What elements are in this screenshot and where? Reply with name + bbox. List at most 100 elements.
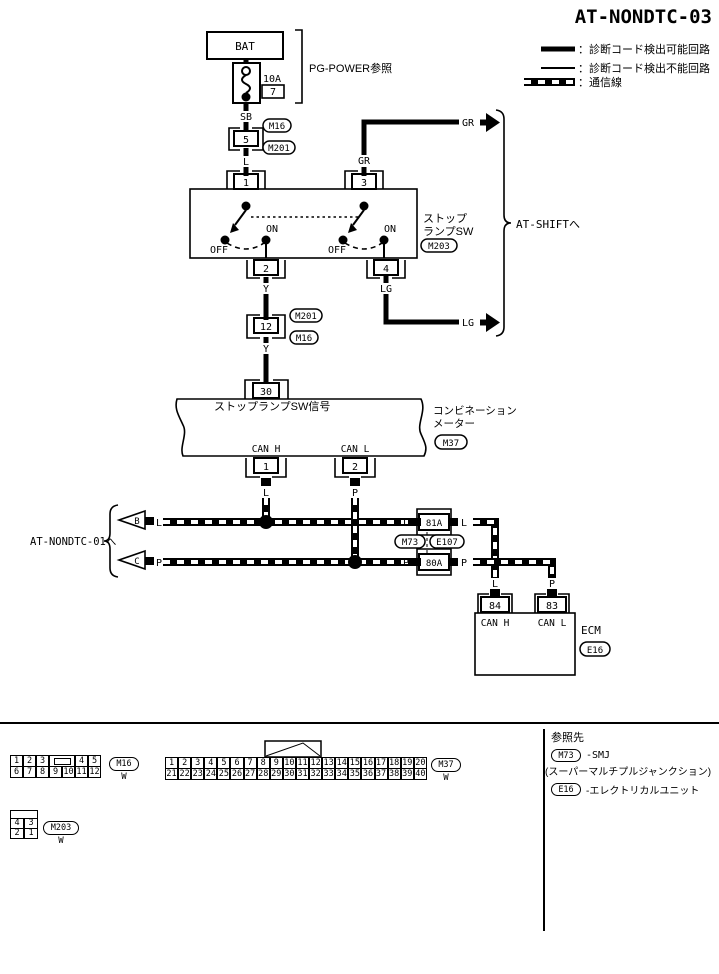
- pinout-m37-color: W: [443, 773, 449, 783]
- connector-ref-m16b-oval: [289, 330, 319, 345]
- connector-ref-m37-oval: [434, 434, 468, 450]
- sw-connector-3: 3: [344, 170, 384, 190]
- ecm-can-h-label: CAN H: [481, 618, 510, 629]
- sw-connector-1: 1: [226, 170, 266, 190]
- svg-text:B: B: [134, 517, 139, 527]
- pg-power-ref-label: PG-POWER参照: [309, 61, 392, 75]
- reference-key-title: 参照先: [551, 732, 584, 744]
- wire-label-gr1: GR: [353, 155, 375, 167]
- pin-cell-11: 11: [75, 766, 88, 778]
- switch-name-line2: ランプSW: [423, 225, 474, 238]
- svg-text:SB: SB: [240, 112, 252, 123]
- pg-power-bracket: [295, 29, 303, 104]
- connector-ref-m73: M73: [402, 538, 418, 548]
- svg-text:12: 12: [260, 322, 272, 333]
- wire-label-lg1: LG: [377, 283, 396, 295]
- wire-label-p-canl: P: [352, 488, 358, 499]
- pin-cell-26: 26: [230, 768, 244, 780]
- pinout-m16-color: W: [121, 772, 127, 782]
- connector-ref-m201-oval: [262, 140, 296, 155]
- connector-ref-m16b: M16: [296, 334, 312, 344]
- pin-cell-8: 8: [36, 766, 49, 778]
- wire-label-p-ecm: P: [549, 579, 555, 590]
- svg-text:4: 4: [383, 264, 389, 275]
- pin-5-label: 5: [243, 135, 249, 146]
- wire-label-sb: SB: [237, 111, 256, 123]
- meter-can-l-label: CAN L: [341, 444, 370, 455]
- wire-label-lg-arrow: LG: [462, 318, 474, 329]
- battery-fuse-section: BAT 10A 7 PG-POWER参照: [206, 29, 392, 104]
- svg-text:LG: LG: [380, 284, 392, 295]
- switch-name-line1: ストップ: [423, 212, 467, 225]
- sw-on-label-right: ON: [384, 224, 396, 235]
- reference-m73-row: M73 -SMJ: [551, 749, 719, 762]
- connector-ref-m16: M16: [269, 122, 285, 132]
- switch-right: OFF ON: [328, 201, 396, 258]
- svg-text:3: 3: [361, 178, 367, 189]
- meter-can-h-connector-1: 1: [245, 457, 287, 486]
- fuse-number-box: [261, 84, 285, 99]
- page-title: AT-NONDTC-03: [575, 6, 712, 28]
- footer-divider-line: [0, 722, 719, 724]
- meter-name-line2: メーター: [433, 418, 475, 430]
- svg-text:GR: GR: [358, 156, 371, 167]
- pin-cell-23: 23: [191, 768, 205, 780]
- smj-connector-81a: 81A: [412, 508, 458, 536]
- pin-cell-27: 27: [243, 768, 257, 780]
- legend-undetectable-label: ：診断コード検出不能回路: [578, 61, 710, 75]
- stop-lamp-switch: 1 3 OFF ON OFF: [189, 170, 474, 279]
- wire-label-y2: Y: [259, 343, 273, 355]
- pin-cell-35: 35: [348, 768, 362, 780]
- sw-on-label-left: ON: [266, 224, 278, 235]
- ecm-connector-83: 83: [534, 589, 570, 613]
- ecm-can-l-label: CAN L: [538, 618, 567, 629]
- sw-connector-4: 4: [366, 259, 406, 279]
- svg-text:2: 2: [352, 462, 358, 473]
- pin-cell-36: 36: [361, 768, 375, 780]
- wire-label-y1: Y: [259, 283, 273, 295]
- wire-label-l-81a-right: L: [461, 518, 467, 529]
- pin-cell-39: 39: [400, 768, 414, 780]
- connector-ref-e16: E16: [587, 646, 603, 656]
- reference-m73-desc: -SMJ: [586, 750, 611, 761]
- svg-text:81A: 81A: [426, 519, 443, 529]
- svg-text:L: L: [243, 157, 249, 168]
- connector-ref-e107: E107: [436, 538, 458, 548]
- ecm-name-label: ECM: [581, 624, 601, 637]
- pin-cell-10: 10: [62, 766, 75, 778]
- smj-connector-80a: 80A: [412, 548, 458, 576]
- legend: ：診断コード検出可能回路 ：診断コード検出不能回路 ：通信線: [524, 42, 710, 89]
- pin-cell-9: 9: [49, 766, 62, 778]
- svg-text:1: 1: [263, 462, 269, 473]
- pinout-ref-m37: M37: [431, 758, 461, 772]
- pinout-ref-m203: M203: [43, 821, 79, 835]
- page-link-arrow-b: B: [116, 509, 154, 531]
- switch-body-box: [189, 188, 418, 259]
- schematic-canvas: AT-NONDTC-03 ：診断コード検出可能回路 ：診断コード検出不能回路 ：…: [30, 6, 712, 676]
- pinout-m203-color: W: [58, 836, 64, 846]
- reference-key: 参照先 M73 -SMJ (スーパーマルチプルジャンクション) E16 -エレク…: [545, 729, 719, 797]
- svg-text:80A: 80A: [426, 559, 443, 569]
- inline-connector-12: 12: [246, 314, 286, 339]
- pin-cell-12: 12: [88, 766, 101, 778]
- wire-label-gr-arrow: GR: [462, 118, 475, 129]
- page-link-arrow-c: C: [116, 549, 154, 571]
- wire-label-p-80a-right: P: [461, 558, 467, 569]
- svg-text:Y: Y: [263, 284, 269, 295]
- connector-ref-m37: M37: [443, 439, 459, 449]
- can-bus-lines: [163, 498, 556, 578]
- meter-signal-label: ストップランプSW信号: [214, 400, 330, 413]
- fuse-symbol: [232, 62, 261, 104]
- wire-label-p-80a-left: P: [403, 558, 409, 569]
- at-nondtc-brace: [103, 504, 119, 578]
- reference-e16-oval: E16: [551, 783, 581, 796]
- connector-ref-m201b-oval: [289, 308, 323, 323]
- sw-off-label-left: OFF: [210, 245, 228, 256]
- wire-label-l-canh: L: [263, 488, 269, 499]
- pin-cell-38: 38: [387, 768, 401, 780]
- pin-cell-32: 32: [309, 768, 323, 780]
- meter-connector-30: 30: [244, 379, 289, 399]
- svg-text:C: C: [134, 557, 139, 567]
- gr-arrow-icon: [480, 113, 500, 132]
